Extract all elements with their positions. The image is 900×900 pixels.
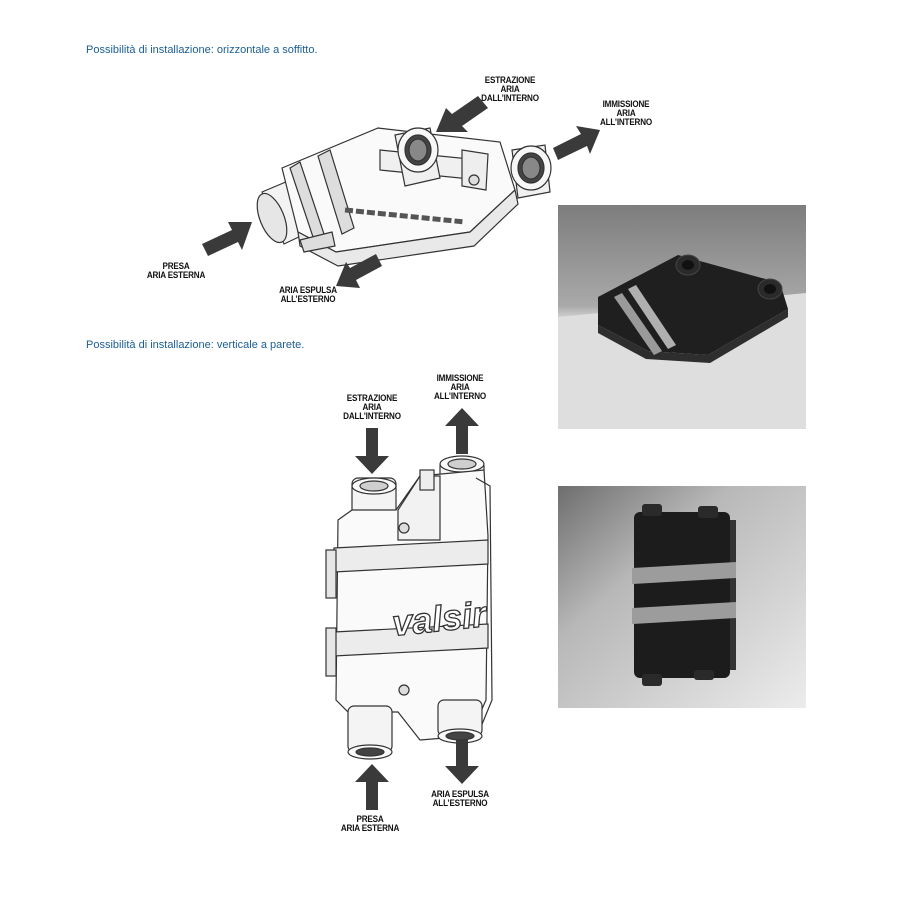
vertical-flow-arrows (355, 408, 479, 810)
photo-ceiling-installation (558, 205, 806, 429)
arrow-supply-horizontal (553, 126, 600, 160)
caption-horizontal: Possibilità di installazione: orizzontal… (86, 44, 318, 56)
arrow-extract-vertical (355, 428, 389, 474)
horizontal-flow-arrows (202, 96, 600, 288)
horizontal-unit-drawing (256, 127, 552, 267)
arrow-intake-horizontal (202, 222, 252, 256)
arrow-intake-vertical (355, 764, 389, 810)
unit-photo-ceiling (598, 254, 788, 363)
caption-vertical: Possibilità di installazione: verticale … (86, 339, 305, 351)
arrow-exhaust-vertical (445, 740, 479, 784)
arrow-exhaust-horizontal (336, 254, 382, 288)
vertical-unit-drawing (325, 455, 493, 760)
photo-wall-installation (558, 486, 806, 708)
brand-logo: valsir (390, 593, 490, 644)
arrow-supply-vertical (445, 408, 479, 454)
unit-photo-wall (632, 504, 736, 686)
arrow-extract-horizontal (436, 96, 488, 132)
